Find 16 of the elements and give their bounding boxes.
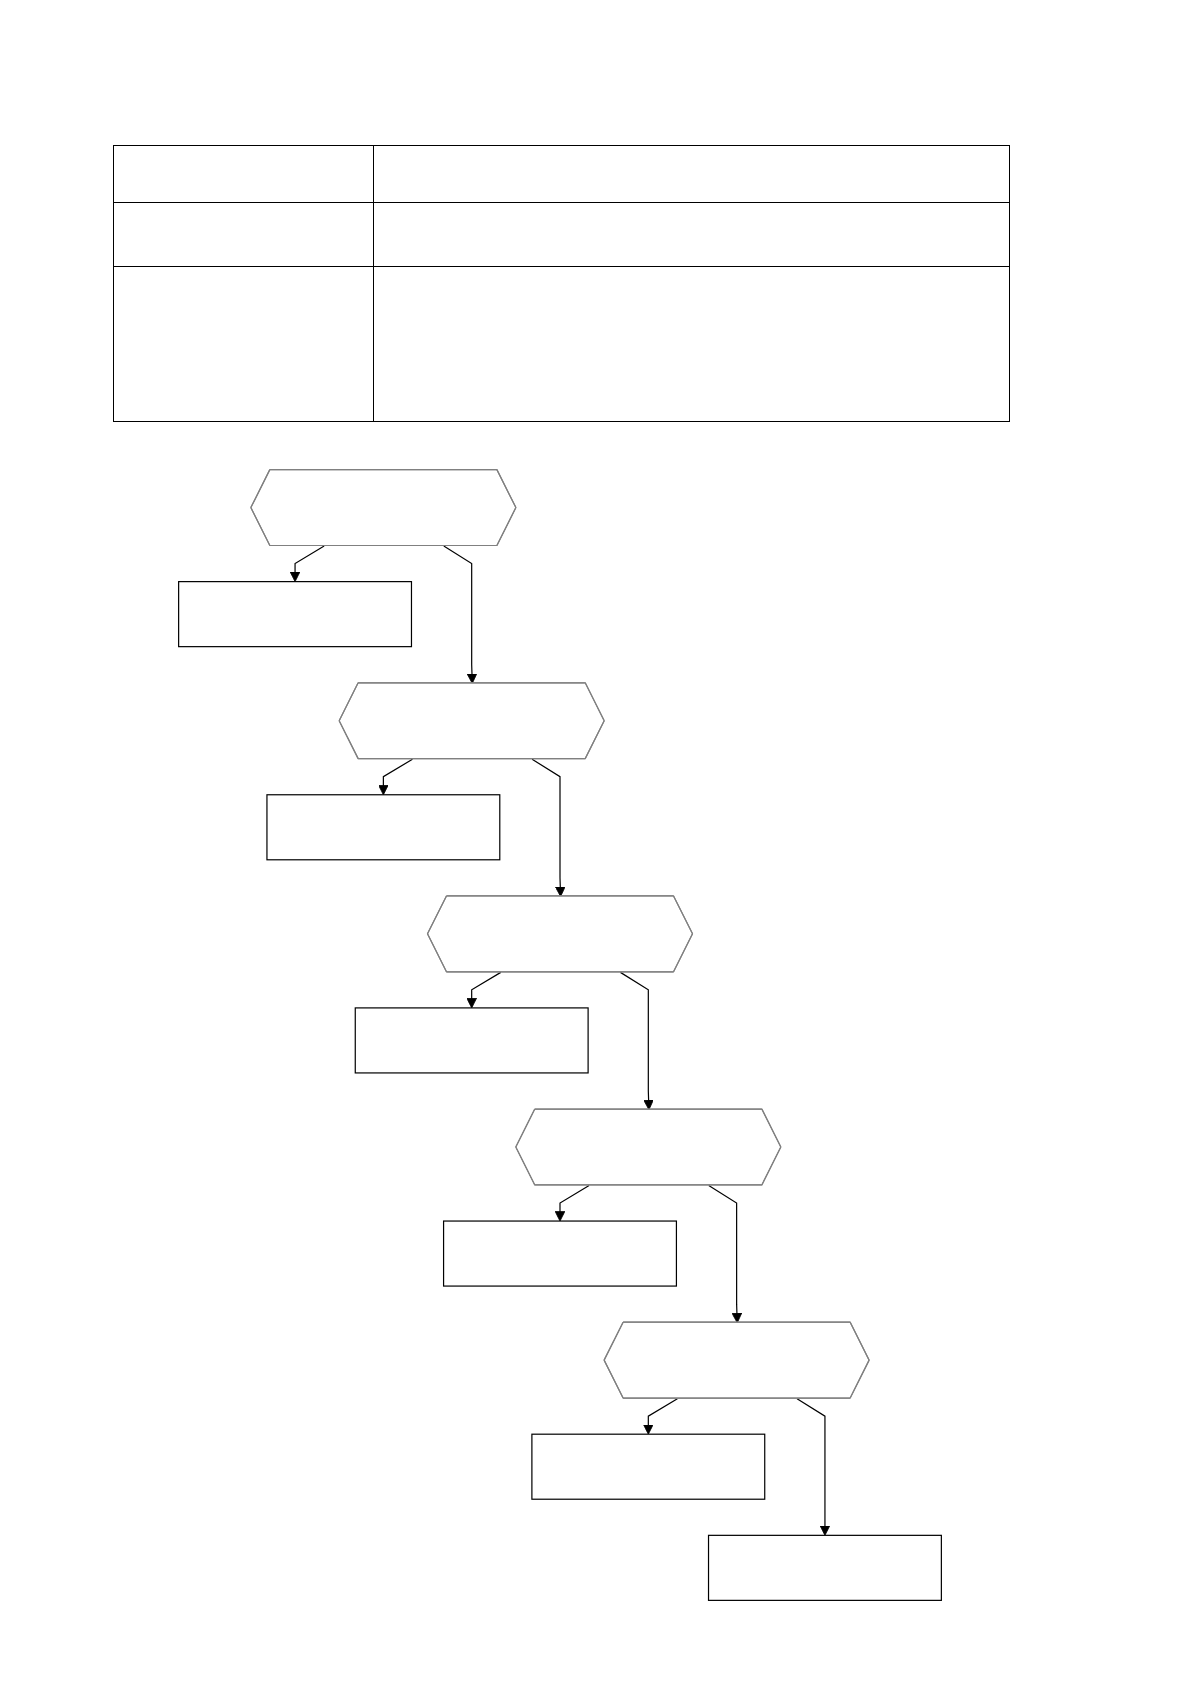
arrow xyxy=(643,1398,678,1435)
node-box xyxy=(354,1007,589,1074)
node-box xyxy=(266,794,501,861)
arrow xyxy=(443,545,478,684)
arrow xyxy=(466,971,502,1009)
arrow xyxy=(531,758,566,897)
arrow xyxy=(796,1398,831,1536)
arrow xyxy=(619,971,654,1111)
arrow xyxy=(708,1184,743,1324)
node-box xyxy=(531,1433,766,1500)
node-box xyxy=(707,1534,942,1601)
arrow xyxy=(289,545,325,583)
node-box xyxy=(442,1220,677,1287)
arrow xyxy=(554,1184,590,1222)
node-box xyxy=(178,581,413,648)
arrow xyxy=(378,758,414,796)
